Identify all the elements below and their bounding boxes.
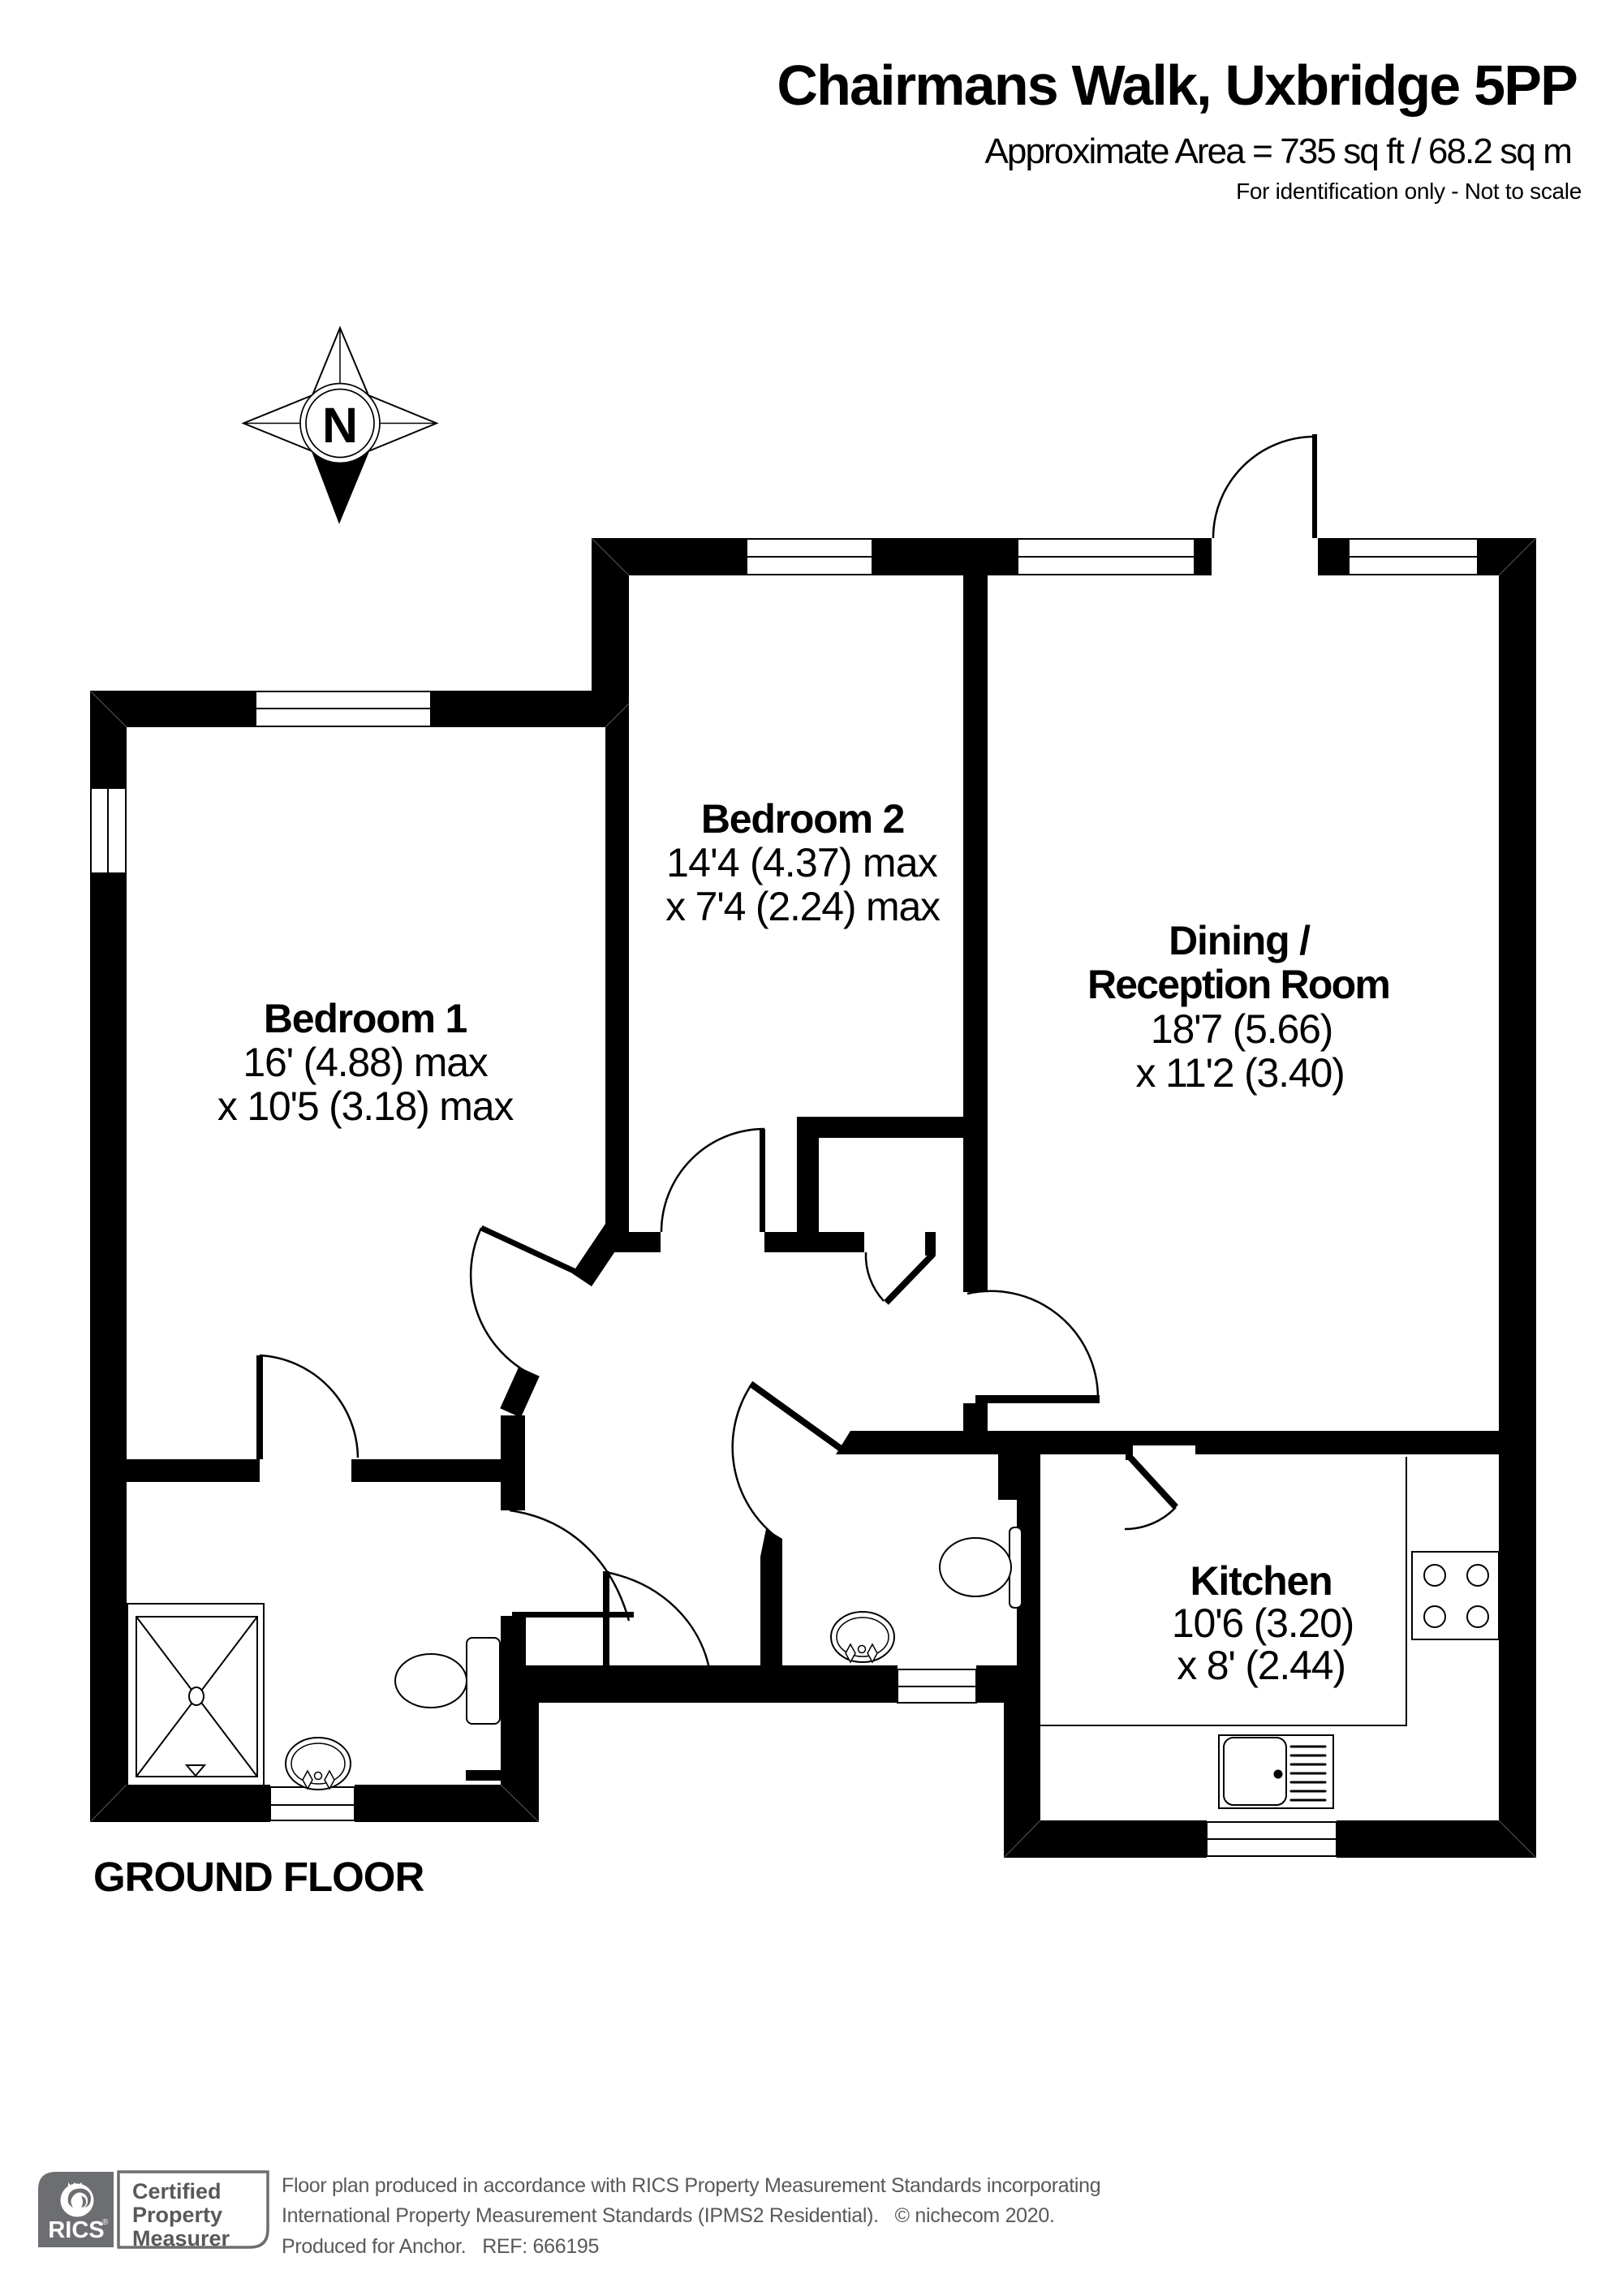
svg-text:For identification only - Not: For identification only - Not to scale: [1236, 179, 1582, 204]
svg-text:GROUND FLOOR: GROUND FLOOR: [93, 1854, 424, 1900]
svg-text:Produced for Anchor. REF: 66: Produced for Anchor. REF: 666195: [282, 2235, 599, 2258]
svg-text:Dining /: Dining /: [1169, 918, 1311, 963]
svg-text:16' (4.88) max: 16' (4.88) max: [243, 1040, 488, 1085]
svg-text:14'4 (4.37) max: 14'4 (4.37) max: [666, 840, 938, 885]
svg-text:Certified: Certified: [132, 2179, 222, 2203]
svg-text:x 7'4 (2.24) max: x 7'4 (2.24) max: [665, 884, 941, 929]
svg-text:Floor plan produced in accorda: Floor plan produced in accordance with R…: [282, 2174, 1100, 2197]
svg-text:18'7 (5.66): 18'7 (5.66): [1151, 1006, 1332, 1052]
svg-text:RICS: RICS: [48, 2217, 104, 2243]
svg-text:x 11'2 (3.40): x 11'2 (3.40): [1135, 1050, 1344, 1096]
svg-text:Measurer: Measurer: [132, 2226, 230, 2251]
svg-text:Property: Property: [132, 2203, 222, 2227]
svg-text:Chairmans Walk, Uxbridge 5PP: Chairmans Walk, Uxbridge 5PP: [777, 54, 1577, 117]
svg-text:x 8' (2.44): x 8' (2.44): [1177, 1643, 1345, 1688]
svg-text:10'6 (3.20): 10'6 (3.20): [1172, 1600, 1354, 1646]
svg-text:Bedroom 2: Bedroom 2: [701, 796, 904, 842]
svg-text:Kitchen: Kitchen: [1190, 1558, 1332, 1604]
svg-text:N: N: [322, 398, 358, 453]
svg-text:Approximate Area = 735 sq ft /: Approximate Area = 735 sq ft / 68.2 sq m: [984, 131, 1571, 171]
svg-text:Bedroom 1: Bedroom 1: [264, 996, 467, 1041]
svg-text:x 10'5 (3.18) max: x 10'5 (3.18) max: [217, 1083, 514, 1129]
svg-text:International Property Measure: International Property Measurement Stand…: [282, 2204, 1055, 2227]
svg-text:Reception Room: Reception Room: [1087, 962, 1389, 1007]
svg-text:®: ®: [102, 2218, 109, 2227]
